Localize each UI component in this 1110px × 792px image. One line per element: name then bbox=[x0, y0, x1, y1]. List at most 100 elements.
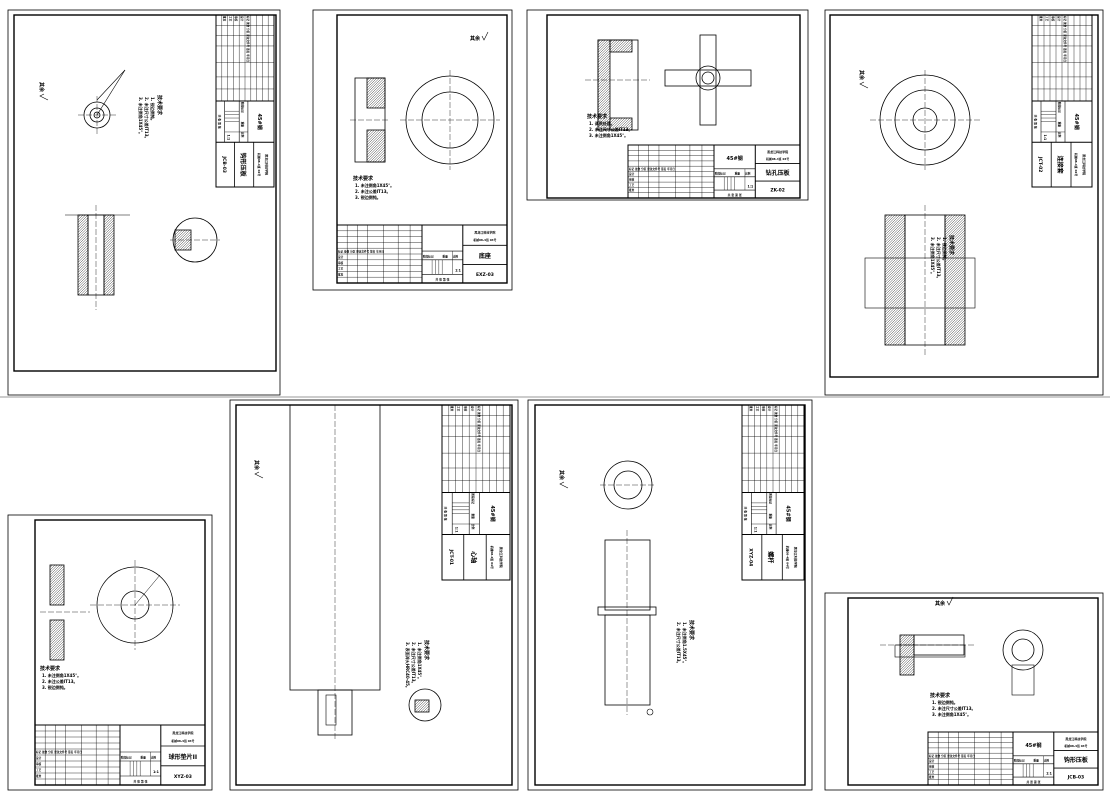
hatch-line bbox=[50, 620, 58, 628]
hatch-line bbox=[78, 242, 88, 253]
hatch-line bbox=[104, 279, 114, 291]
hatch-line bbox=[885, 232, 905, 253]
hatch-line bbox=[962, 342, 965, 345]
roughness-note: 其余 bbox=[558, 470, 569, 489]
hatch-line bbox=[50, 575, 64, 591]
school-name: 黑龙江科技学院 bbox=[1065, 736, 1086, 741]
role-label-0: 设计 bbox=[240, 16, 244, 22]
hatch-line bbox=[78, 269, 88, 281]
hatch-line bbox=[945, 307, 965, 328]
roughness-symbol-icon bbox=[39, 93, 49, 101]
hatch-line bbox=[945, 267, 965, 288]
roughness-symbol-icon bbox=[559, 481, 569, 489]
hatch-line bbox=[885, 267, 905, 288]
hatch-line bbox=[885, 297, 905, 318]
hatch-lines bbox=[945, 215, 965, 345]
hatch-line bbox=[367, 78, 370, 81]
hatch-line bbox=[104, 215, 107, 218]
hatch-line bbox=[900, 645, 914, 661]
hatch-line bbox=[598, 112, 610, 126]
hatch-line bbox=[900, 635, 906, 641]
scale-value: 1:1 bbox=[748, 184, 754, 188]
drawing-frame bbox=[534, 404, 806, 786]
stage-header-1: 重量 bbox=[1033, 759, 1039, 763]
hatch-line bbox=[367, 78, 385, 96]
hatch-line bbox=[415, 700, 428, 712]
hatch-line bbox=[598, 75, 610, 88]
material-label: 45#钢 bbox=[256, 114, 263, 130]
stage-header-2: 比例 bbox=[471, 524, 475, 530]
part-name: 球形垫片II bbox=[169, 753, 197, 761]
hatch-line bbox=[367, 87, 385, 106]
hatch-line bbox=[415, 700, 426, 711]
drawing-number: EXZ-03 bbox=[476, 272, 494, 278]
hatch-line bbox=[598, 55, 610, 68]
title-block-rotated: 标记 处数 分区 更改文件号 签名 年月日设计审核工艺批准45#钢阶段标记重量比… bbox=[441, 404, 511, 581]
sheet-border bbox=[526, 9, 809, 201]
revision-row-label: 标记 处数 分区 更改文件号 签名 年月日 bbox=[628, 167, 675, 171]
hatch-line bbox=[885, 294, 905, 316]
hatch-line bbox=[622, 120, 632, 130]
sheet-6: 标记 处数 分区 更改文件号 签名 年月日设计审核工艺批准45#钢阶段标记重量比… bbox=[229, 399, 519, 791]
hatch-line bbox=[945, 317, 965, 338]
hatch-line bbox=[78, 229, 88, 241]
hatch-line bbox=[945, 234, 965, 256]
hatch-line bbox=[50, 573, 64, 588]
hatch-line bbox=[104, 217, 114, 228]
class-number: 机械08-4班 04号 bbox=[1063, 744, 1087, 748]
hatch-line bbox=[367, 130, 370, 133]
hatch-line bbox=[945, 229, 965, 251]
hatch-line bbox=[885, 244, 905, 266]
hatch-line bbox=[885, 242, 905, 263]
stage-header-2: 比例 bbox=[1057, 132, 1061, 138]
class-number: 机械08-4班 04号 bbox=[472, 238, 496, 242]
section-hatch bbox=[366, 77, 386, 109]
hatch-line bbox=[367, 78, 368, 79]
hatch-line bbox=[367, 130, 383, 146]
hatch-line bbox=[104, 259, 114, 271]
sheet-border bbox=[824, 592, 1104, 791]
hatch-line bbox=[175, 230, 188, 243]
circle-outline bbox=[408, 688, 442, 722]
hatch-line bbox=[367, 130, 368, 131]
tech-line-2: 3. 表面淬火HRC40-45。 bbox=[405, 642, 411, 690]
hatch-line bbox=[104, 262, 114, 273]
stage-header-1: 重量 bbox=[471, 514, 475, 520]
hatch-line bbox=[50, 588, 64, 603]
hatch-line bbox=[367, 136, 385, 156]
hatch-line bbox=[50, 565, 58, 573]
hatch-line bbox=[415, 700, 423, 708]
hatch-line bbox=[59, 655, 64, 660]
school-name: 黑龙江科技学院 bbox=[767, 149, 788, 154]
hatch-line bbox=[945, 292, 965, 313]
hatch-line bbox=[610, 118, 613, 121]
role-label-1: 审核 bbox=[1051, 16, 1055, 22]
title-block: 标记 处数 分区 更改文件号 签名 年月日设计审核工艺批准45#钢阶段标记重量比… bbox=[215, 14, 275, 188]
hatch-line bbox=[371, 94, 385, 108]
role-label-2: 工艺 bbox=[338, 267, 344, 271]
hatch-line bbox=[885, 322, 905, 343]
tech-line-1: 2. 未注尺寸公差IT13。 bbox=[936, 237, 942, 280]
sheet-border bbox=[229, 399, 519, 791]
roughness-symbol-icon bbox=[946, 596, 954, 606]
hatch-lines bbox=[610, 118, 632, 130]
hatch-line bbox=[610, 40, 623, 52]
hatch-line bbox=[104, 267, 114, 278]
circle-outline bbox=[1011, 638, 1035, 662]
hatch-line bbox=[598, 117, 610, 130]
hatch-line bbox=[104, 224, 114, 236]
hatch-lines bbox=[598, 40, 610, 130]
hatch-line bbox=[367, 139, 385, 158]
roughness-symbol-icon bbox=[859, 81, 869, 89]
drawing-number: ZK-02 bbox=[770, 188, 785, 194]
hatch-line bbox=[104, 282, 114, 293]
hatch-line bbox=[78, 249, 88, 261]
section-outline bbox=[49, 619, 65, 661]
tech-line-0: 1. 调质处理。 bbox=[589, 120, 615, 126]
roughness-note: 其余 bbox=[470, 31, 489, 42]
hatch-line bbox=[885, 215, 901, 231]
hatch-line bbox=[945, 272, 965, 293]
center-mark bbox=[646, 708, 654, 716]
hatch-line bbox=[104, 222, 114, 233]
